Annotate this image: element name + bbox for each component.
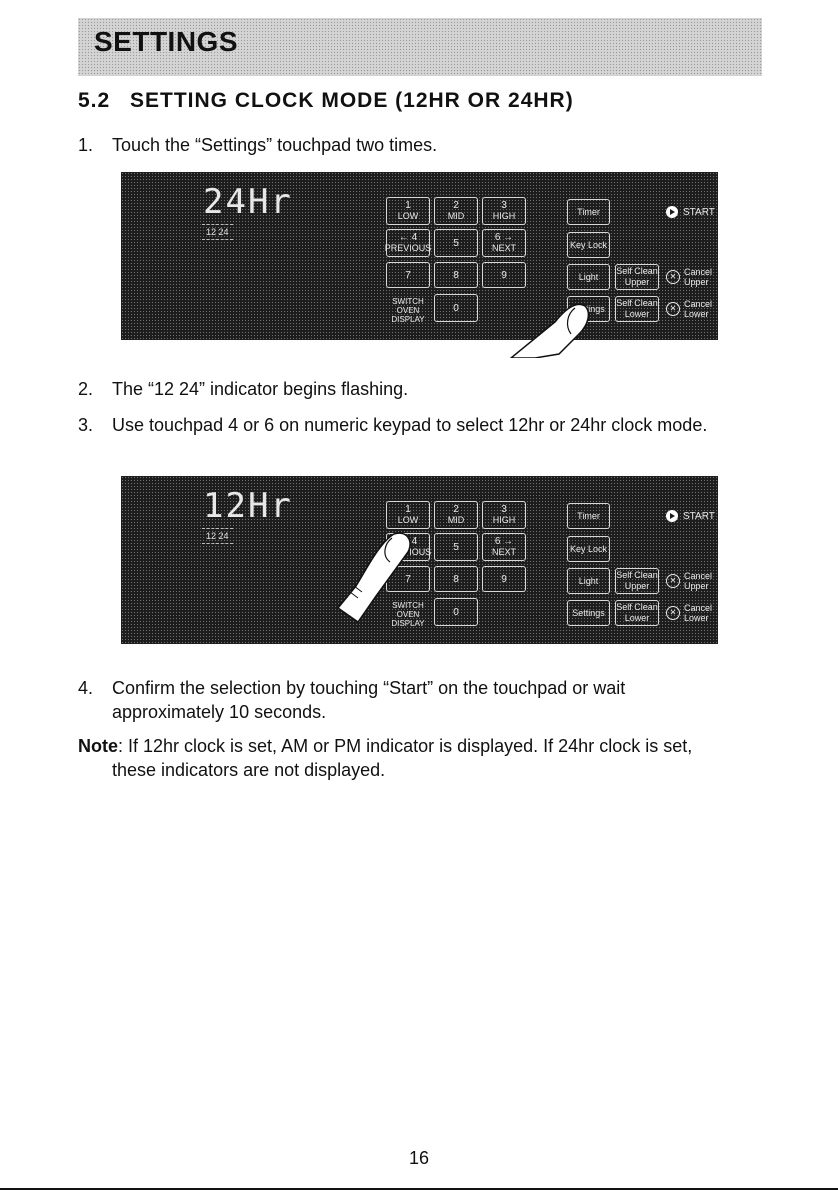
key-lock-button[interactable]: Key Lock [567,232,610,258]
clock-mode-indicator: 12 24 [202,528,233,544]
note-label: Note [78,736,118,756]
keypad-6[interactable]: 6 →NEXT [482,229,526,257]
step-number: 3. [78,415,94,435]
close-icon: ✕ [666,606,680,620]
keypad-9[interactable]: 9 [482,262,526,288]
page-number: 16 [408,1148,430,1168]
start-button[interactable]: START [666,206,715,218]
keypad-7[interactable]: 7 [386,262,430,288]
close-icon: ✕ [666,302,680,316]
light-button[interactable]: Light [567,264,610,290]
section-number: 5.2 [78,89,111,112]
note-text-continued: these indicators are not displayed. [112,760,386,780]
step-text: Confirm the selection by touching “Start… [112,678,626,722]
start-button[interactable]: START [666,510,715,522]
settings-button[interactable]: Settings [567,296,610,322]
header-banner: SETTINGS [78,18,762,76]
keypad-0[interactable]: 0 [434,294,478,322]
note-text: : If 12hr clock is set, AM or PM indicat… [118,736,693,756]
step-text: Touch the “Settings” touchpad two times. [112,135,438,155]
play-icon [666,206,678,218]
settings-button[interactable]: Settings [567,600,610,626]
step-3: 3. Use touchpad 4 or 6 on numeric keypad… [78,413,768,437]
clock-display: 12Hr [203,486,293,526]
keypad-8[interactable]: 8 [434,566,478,592]
close-icon: ✕ [666,574,680,588]
step-number: 2. [78,379,94,399]
keypad-5[interactable]: 5 [434,533,478,561]
header-title: SETTINGS [94,26,239,57]
step-text: Use touchpad 4 or 6 on numeric keypad to… [112,415,708,435]
keypad-8[interactable]: 8 [434,262,478,288]
step-text: The “12 24” indicator begins flashing. [112,379,409,399]
keypad-0[interactable]: 0 [434,598,478,626]
bottom-rule [0,1188,838,1190]
clock-display: 24Hr [203,182,293,222]
section-heading: SETTING CLOCK MODE (12HR OR 24HR) [130,89,574,112]
keypad-7[interactable]: 7 [386,566,430,592]
keypad-9[interactable]: 9 [482,566,526,592]
step-number: 4. [78,678,94,698]
key-lock-button[interactable]: Key Lock [567,536,610,562]
timer-button[interactable]: Timer [567,503,610,529]
timer-button[interactable]: Timer [567,199,610,225]
note: Note: If 12hr clock is set, AM or PM ind… [78,734,768,782]
play-icon [666,510,678,522]
keypad-5[interactable]: 5 [434,229,478,257]
step-4: 4. Confirm the selection by touching “St… [78,676,768,724]
clock-mode-indicator: 12 24 [202,224,233,240]
keypad-6[interactable]: 6 →NEXT [482,533,526,561]
section-title: 5.2 SETTING CLOCK MODE (12HR OR 24HR) [78,89,574,113]
step-1: 1. Touch the “Settings” touchpad two tim… [78,133,768,157]
step-2: 2. The “12 24” indicator begins flashing… [78,377,768,401]
close-icon: ✕ [666,270,680,284]
light-button[interactable]: Light [567,568,610,594]
step-number: 1. [78,135,94,155]
